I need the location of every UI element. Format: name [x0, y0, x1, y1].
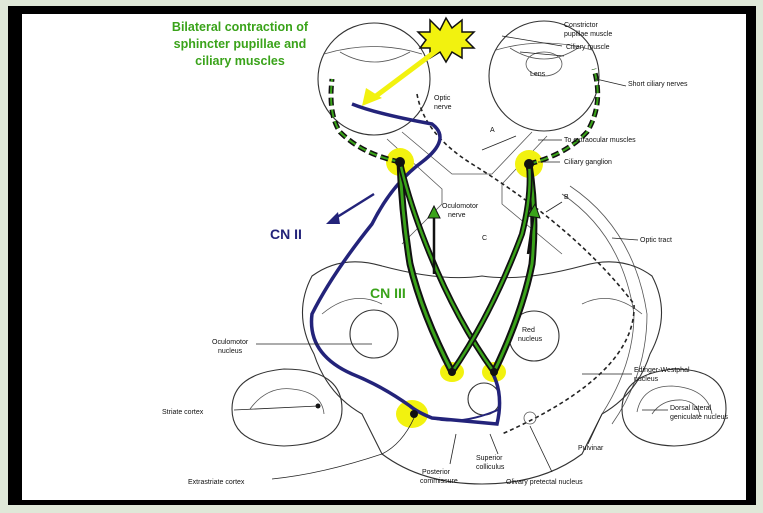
label-ciliary-muscle: Ciliary muscle	[566, 44, 610, 51]
diagram-frame: Bilateral contraction of sphincter pupil…	[8, 6, 756, 505]
label-optic-tract: Optic tract	[640, 237, 672, 244]
olivary-pretectal-circle	[524, 412, 536, 424]
label-striate-cortex: Striate cortex	[162, 409, 204, 416]
optic-pathway-outline	[387, 132, 647, 424]
label-oculomotor-nucleus-2: nucleus	[218, 348, 243, 355]
label-optic: Optic	[434, 95, 451, 102]
label-dorsal-lateral-2: geniculate nucleus	[670, 414, 728, 421]
title-label: Bilateral contraction of sphincter pupil…	[172, 20, 309, 68]
label-red: Red	[522, 327, 535, 334]
title-line-3: ciliary muscles	[195, 54, 285, 68]
label-oculomotor-nucleus-1: Oculomotor	[212, 339, 249, 346]
label-superior-1: Superior	[476, 455, 503, 462]
title-line-1: Bilateral contraction of	[172, 20, 309, 34]
label-lens: Lens	[530, 71, 546, 78]
label-superior-2: colliculus	[476, 464, 505, 471]
title-line-2: sphincter pupillae and	[174, 37, 307, 51]
label-constrictor: Constrictor	[564, 22, 599, 29]
label-to-extraocular: To extraocular muscles	[564, 137, 636, 144]
label-optic-nerve: nerve	[434, 104, 452, 111]
label-posterior-2: commissure	[420, 478, 458, 485]
label-pupillae-muscle: pupillae muscle	[564, 31, 612, 38]
label-edinger-westphal-1: Edinger-Westphal	[634, 367, 690, 374]
cn3-label: CN III	[370, 285, 406, 301]
label-a: A	[490, 127, 495, 134]
label-b: B	[564, 194, 569, 201]
label-oculomotor: Oculomotor	[442, 203, 479, 210]
pupillary-reflex-diagram: Bilateral contraction of sphincter pupil…	[22, 14, 746, 500]
label-c: C	[482, 235, 487, 242]
label-olivary-pretectal: Olivary pretectal nucleus	[506, 479, 583, 486]
midbrain	[302, 262, 661, 484]
left-eye	[318, 23, 430, 135]
label-extrastriate-cortex: Extrastriate cortex	[188, 479, 245, 486]
label-short-ciliary-nerves: Short ciliary nerves	[628, 81, 688, 88]
diagram-canvas: Bilateral contraction of sphincter pupil…	[22, 14, 746, 500]
label-red-nucleus: nucleus	[518, 336, 543, 343]
label-ciliary-ganglion: Ciliary ganglion	[564, 159, 612, 166]
label-dorsal-lateral-1: Dorsal lateral	[670, 405, 712, 412]
label-pulvinar: Pulvinar	[578, 445, 604, 452]
optic-fiber-dashed	[417, 94, 634, 434]
label-oculomotor-nerve: nerve	[448, 212, 466, 219]
label-posterior-1: Posterior	[422, 469, 451, 476]
cn2-label: CN II	[270, 226, 302, 242]
label-edinger-westphal-2: nucleus	[634, 376, 659, 383]
